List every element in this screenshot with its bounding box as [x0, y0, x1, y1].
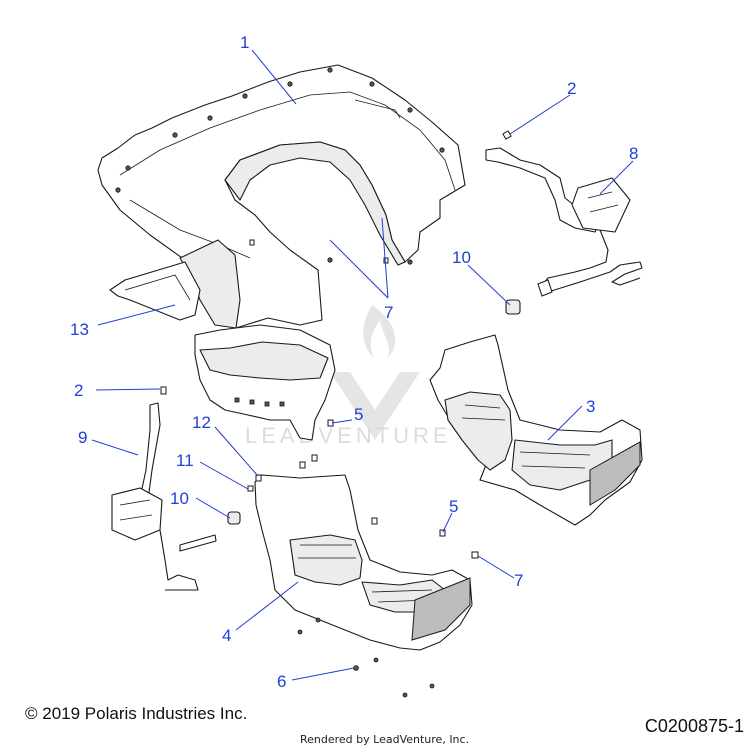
- callout-8: 8: [629, 144, 638, 163]
- part-13-bracket: [109, 261, 201, 321]
- callout-2: 2: [567, 79, 576, 98]
- callout-12: 12: [192, 413, 211, 432]
- part-3-right-floorboard: [429, 334, 643, 526]
- callout-1: 1: [240, 33, 249, 52]
- copyright-text: © 2019 Polaris Industries Inc.: [25, 704, 248, 723]
- callout-4: 4: [222, 626, 231, 645]
- callout-13: 13: [70, 320, 89, 339]
- callouts: 1 2 8 10 7 13 2 3 9 12 5 11 10 5 7 4 6: [70, 33, 638, 691]
- callout-10: 10: [170, 489, 189, 508]
- part-2-bolt-top: [502, 130, 512, 140]
- part-10-bushing-top: [505, 299, 521, 315]
- part-8-footrest-bracket-right: [485, 147, 643, 297]
- callout-7: 7: [384, 303, 393, 322]
- part-2-bolt-left: [160, 386, 167, 395]
- callout-9: 9: [78, 428, 87, 447]
- part-left-footwell-front: [194, 324, 336, 441]
- drawing-number: C0200875-1: [644, 716, 744, 736]
- part-4-left-floorboard: [254, 474, 473, 651]
- watermark-text: LEADVENTURE: [245, 423, 452, 448]
- part-10-bushing-left: [227, 511, 241, 525]
- hardware-fasteners: [247, 239, 479, 698]
- callout-3: 3: [586, 397, 595, 416]
- callout-5: 5: [354, 405, 363, 424]
- callout-10: 10: [452, 248, 471, 267]
- leader-lines: [91, 49, 634, 681]
- callout-5: 5: [449, 497, 458, 516]
- callout-2: 2: [74, 381, 83, 400]
- callout-6: 6: [277, 672, 286, 691]
- leadventure-watermark: LEADVENTURE: [245, 305, 452, 448]
- callout-11: 11: [176, 451, 194, 470]
- rendered-by-text: Rendered by LeadVenture, Inc.: [300, 733, 470, 746]
- part-9-footrest-bracket-left: [111, 402, 217, 591]
- callout-7: 7: [514, 571, 523, 590]
